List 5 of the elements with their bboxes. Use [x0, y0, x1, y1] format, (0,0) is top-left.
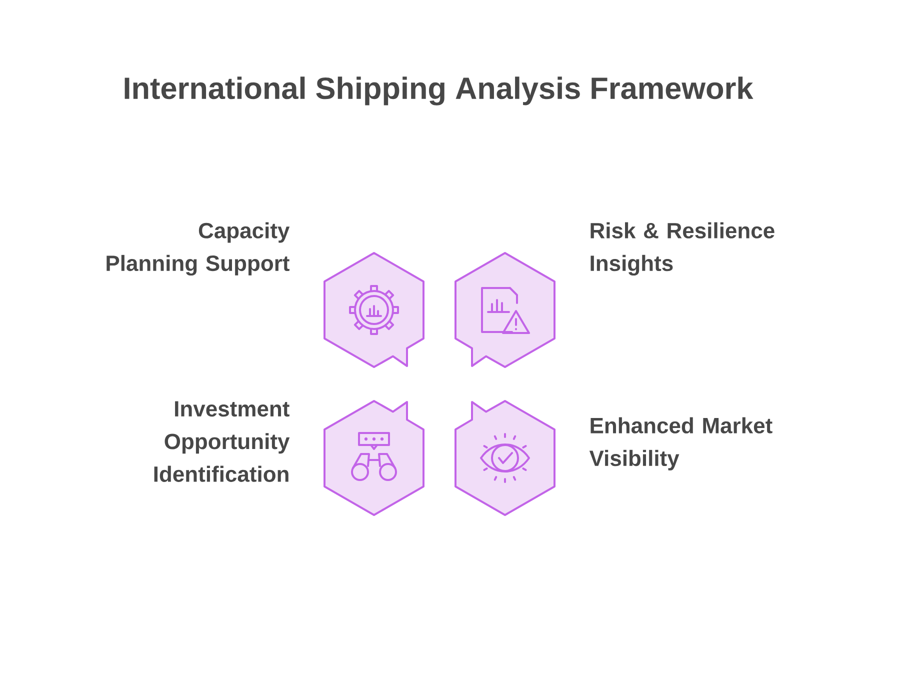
node-label: Risk & Resilience Insights	[590, 222, 774, 276]
node-label: Investment Opportunity Identification	[154, 401, 290, 482]
node-label: Capacity Planning Support	[106, 222, 290, 276]
node-label: Enhanced Market Visibility	[589, 417, 772, 470]
title: International Shipping Analysis Framework	[124, 76, 754, 106]
